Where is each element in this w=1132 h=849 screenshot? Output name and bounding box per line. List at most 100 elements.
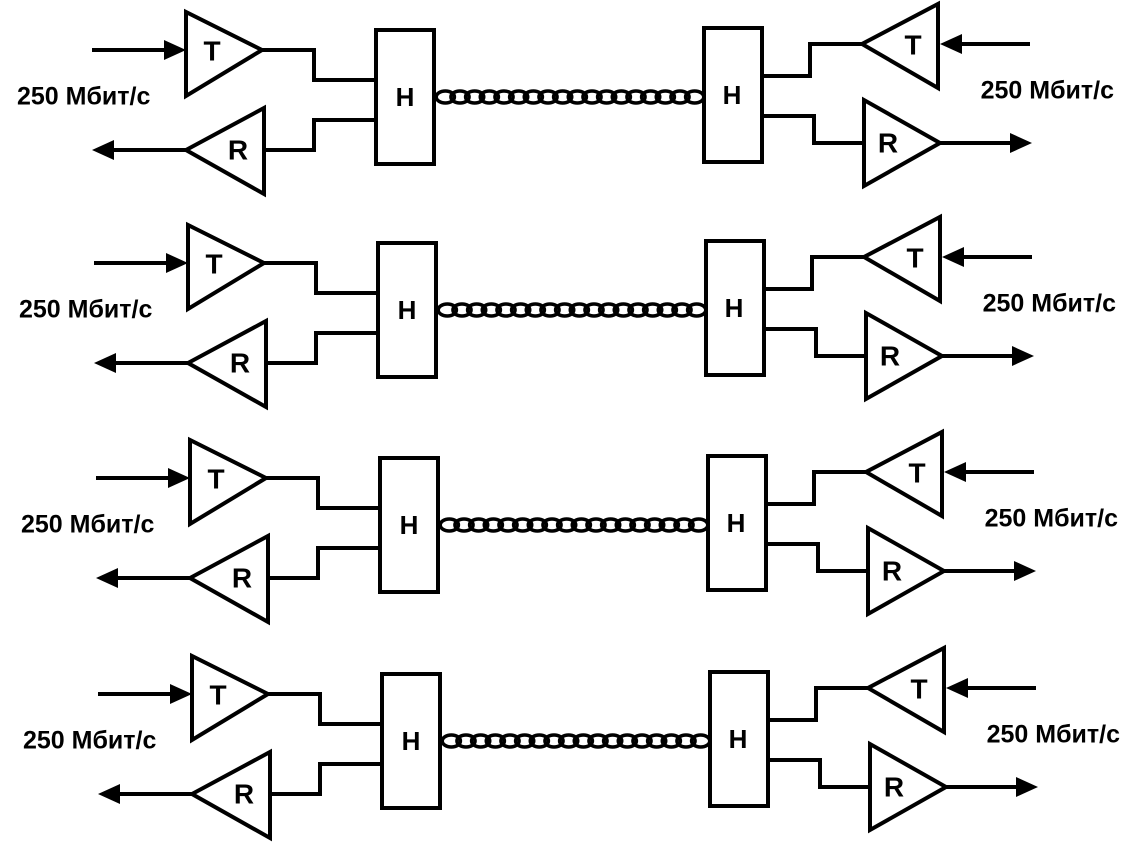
twist-loop	[436, 302, 459, 318]
twist-loop	[669, 89, 691, 105]
twist-loop	[568, 302, 591, 318]
left-transmit-wire	[262, 48, 376, 82]
twisted-pair-cable	[436, 302, 708, 318]
twist-loop	[639, 89, 662, 105]
right-transmit-wire	[764, 255, 864, 291]
twist-loop	[467, 517, 490, 533]
twist-loop	[581, 89, 603, 105]
twist-loop	[522, 89, 545, 105]
twist-loop	[509, 302, 532, 318]
twist-loop	[587, 733, 609, 749]
twist-loop	[583, 302, 605, 318]
twist-loop	[469, 733, 492, 749]
twist-loop	[597, 302, 620, 318]
twist-loop	[643, 517, 666, 533]
left-transmit-wire	[264, 261, 378, 295]
right-transmitter-amplifier	[863, 644, 946, 736]
twist-loop	[645, 733, 668, 749]
left-rate-label: 250 Мбит/с	[23, 727, 156, 755]
left-hybrid-box	[374, 28, 436, 166]
right-hybrid-box	[704, 239, 766, 377]
left-receive-wire	[264, 118, 376, 152]
right-hybrid-label: H	[725, 293, 744, 323]
twist-loop	[438, 517, 461, 533]
twist-loop	[566, 89, 589, 105]
left-hybrid-box	[380, 672, 442, 810]
twist-loop	[480, 302, 503, 318]
left-receive-wire	[268, 546, 380, 580]
left-rate-label: 250 Мбит/с	[19, 296, 152, 324]
right-receiver-label: R	[884, 771, 904, 802]
twisted-pair-cable	[434, 89, 706, 105]
left-transmitter-amplifier	[186, 221, 269, 313]
twist-loop	[629, 517, 651, 533]
left-receiver-label: R	[230, 347, 250, 378]
right-hybrid-label: H	[727, 508, 746, 538]
right-rate-label: 250 Мбит/с	[985, 505, 1118, 533]
twist-loop	[455, 733, 477, 749]
right-input-arrow	[946, 678, 968, 698]
right-output-arrow	[1016, 777, 1038, 797]
twist-loop	[511, 517, 534, 533]
right-receive-wire	[768, 758, 870, 789]
twist-loop	[495, 302, 517, 318]
left-receiver-label: R	[228, 134, 248, 165]
right-transmitter-label: T	[904, 29, 921, 60]
left-receiver-amplifier	[185, 532, 270, 626]
left-transmitter-label: T	[205, 248, 222, 279]
twist-loop	[658, 517, 681, 533]
right-receiver-amplifier	[868, 740, 951, 834]
right-rate-label: 250 Мбит/с	[983, 290, 1116, 318]
twist-loop	[551, 89, 574, 105]
right-hybrid-label: H	[729, 724, 748, 754]
right-transmitter-amplifier	[861, 428, 944, 520]
twist-loop	[557, 733, 580, 749]
twist-loop	[478, 89, 501, 105]
twist-loop	[524, 302, 547, 318]
twist-loop	[625, 89, 647, 105]
right-transmitter-label: T	[906, 242, 923, 273]
right-transmitter-amplifier	[859, 213, 942, 305]
right-transmitter-label: T	[908, 457, 925, 488]
left-receive-wire	[270, 762, 382, 796]
twist-loop	[451, 302, 473, 318]
twist-loop	[484, 733, 507, 749]
twist-loop	[553, 302, 576, 318]
left-rate-label: 250 Мбит/с	[17, 83, 150, 111]
twist-loop	[528, 733, 551, 749]
right-input-arrow	[940, 34, 962, 54]
left-input-arrow	[170, 684, 192, 704]
right-output-arrow	[1014, 561, 1036, 581]
left-receive-wire	[266, 331, 378, 365]
twist-loop	[660, 733, 683, 749]
right-receiver-label: R	[880, 340, 900, 371]
twist-loop	[675, 733, 697, 749]
twist-loop	[641, 302, 664, 318]
twist-loop	[627, 302, 649, 318]
left-rate-label: 250 Мбит/с	[21, 511, 154, 539]
left-hybrid-label: H	[396, 82, 415, 112]
right-receive-wire	[766, 542, 868, 573]
left-input-arrow	[166, 253, 188, 273]
right-transmitter-amplifier	[857, 0, 940, 92]
twist-loop	[671, 302, 693, 318]
twist-loop	[616, 733, 639, 749]
twist-loop	[599, 517, 622, 533]
twist-loop	[507, 89, 530, 105]
left-transmitter-amplifier	[184, 8, 267, 100]
right-hybrid-label: H	[723, 80, 742, 110]
twist-loop	[601, 733, 624, 749]
twist-loop	[572, 733, 595, 749]
twist-loop	[497, 517, 519, 533]
twist-loop	[673, 517, 695, 533]
left-output-arrow	[98, 784, 120, 804]
left-transmitter-amplifier	[190, 652, 273, 744]
right-transmit-wire	[768, 686, 868, 722]
twist-loop	[482, 517, 505, 533]
right-output-arrow	[1012, 346, 1034, 366]
twist-loop	[513, 733, 536, 749]
left-receiver-amplifier	[187, 748, 272, 842]
